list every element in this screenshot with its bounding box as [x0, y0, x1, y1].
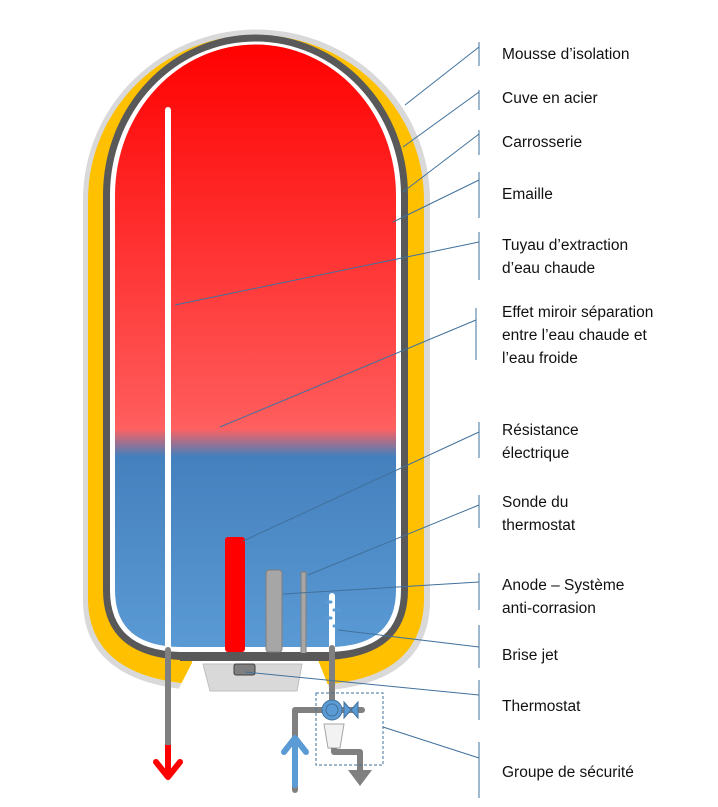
safety-valve [343, 700, 359, 720]
hot-out-arrow [153, 759, 183, 780]
callout-lines [174, 42, 480, 798]
label-hot-pipe: Tuyau d’extraction d’eau chaude [502, 234, 628, 280]
label-line: thermostat [502, 517, 576, 534]
label-probe: Sonde du thermostat [502, 491, 575, 537]
anode [265, 569, 283, 653]
label-jet-breaker: Brise jet [502, 647, 558, 664]
drain-funnel [323, 723, 345, 749]
thermostat-probe [300, 571, 307, 655]
drain-arrow [348, 770, 372, 786]
label-enamel: Emaille [502, 186, 553, 203]
check-valve [321, 699, 343, 721]
label-line: anti-corrasion [502, 600, 596, 617]
jet-breaker [324, 600, 342, 628]
label-line: Anode – Système [502, 577, 625, 594]
label-insulation: Mousse d’isolation [502, 46, 630, 63]
label-mirror-effect: Effet miroir séparation entre l’eau chaud… [502, 301, 653, 370]
label-line: Tuyau d’extraction [502, 237, 629, 254]
safety-group-box [315, 692, 384, 766]
label-safety-group: Groupe de sécurité [502, 764, 634, 781]
label-line: électrique [502, 445, 570, 462]
thermostat [233, 663, 256, 676]
label-line: Résistance [502, 422, 579, 439]
water [115, 44, 396, 647]
label-steel-tank: Cuve en acier [502, 90, 598, 107]
label-line: d’eau chaude [502, 260, 596, 277]
label-line: Effet miroir séparation [502, 304, 654, 321]
label-line: Sonde du [502, 494, 569, 511]
label-casing: Carrosserie [502, 134, 583, 151]
label-anode: Anode – Système anti-corrasion [502, 574, 624, 620]
heating-element [225, 537, 245, 652]
label-heating-element: Résistance électrique [502, 419, 579, 465]
thermostat-housing [202, 663, 303, 692]
label-line: l’eau froide [502, 350, 578, 367]
label-line: entre l’eau chaude et [502, 327, 647, 344]
label-thermostat: Thermostat [502, 698, 581, 715]
